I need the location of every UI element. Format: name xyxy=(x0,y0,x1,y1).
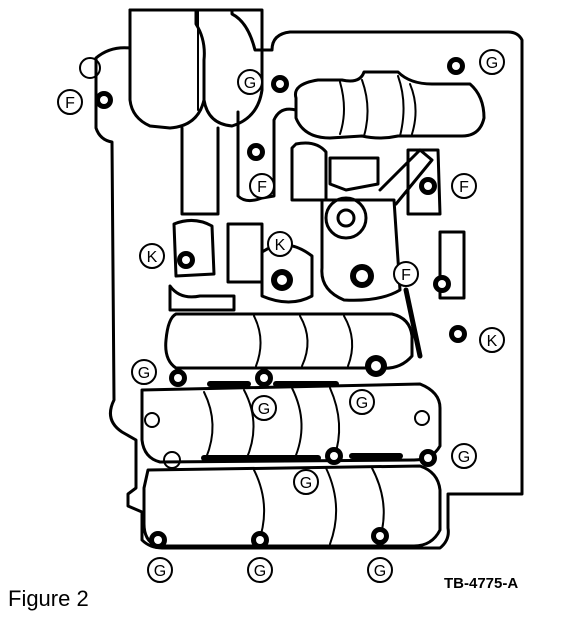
bolt-g1 xyxy=(271,75,289,93)
bolt-k2 xyxy=(271,269,293,291)
callout-g2: G xyxy=(479,49,505,75)
upper-bore-land-1 xyxy=(339,81,345,135)
callout-k1: K xyxy=(139,243,165,269)
passage-right-upper xyxy=(406,148,442,216)
callout-k2: K xyxy=(267,231,293,257)
passage-mid-box xyxy=(226,222,264,284)
callout-f2: F xyxy=(249,173,275,199)
passage-left-lower xyxy=(168,284,236,312)
callout-g4: G xyxy=(251,395,277,421)
bolt-f4 xyxy=(433,275,451,293)
callout-g10: G xyxy=(367,557,393,583)
bolt-f1 xyxy=(95,91,113,109)
upper-bore-land-2 xyxy=(361,79,369,137)
figure-caption: Figure 2 xyxy=(8,586,89,611)
middle-bore-land-3 xyxy=(343,315,354,367)
callout-g6-letter: G xyxy=(300,475,312,492)
bolt-k3 xyxy=(449,325,467,343)
bolt-g9 xyxy=(251,531,269,549)
bolt-g6 xyxy=(325,447,343,465)
bolt-center xyxy=(350,264,374,288)
callout-g5-letter: G xyxy=(356,395,368,412)
bolt-g7 xyxy=(419,449,437,467)
bolt-g2 xyxy=(447,57,465,75)
bolt-g10 xyxy=(371,527,389,545)
link-rod xyxy=(403,287,423,359)
bolt-g8 xyxy=(149,531,167,549)
callout-f1: F xyxy=(57,89,83,115)
lever-arm xyxy=(378,148,434,206)
callout-f4: F xyxy=(393,261,419,287)
callout-g9: G xyxy=(247,557,273,583)
upper-bore-land-3 xyxy=(397,75,405,137)
passage-mid-left xyxy=(172,219,216,278)
lower-bore-1-land-1 xyxy=(203,391,214,459)
callout-g7: G xyxy=(451,443,477,469)
passage-center-b xyxy=(290,141,328,202)
callout-k3: K xyxy=(479,327,505,353)
figure-code: TB-4775-A xyxy=(444,575,519,592)
lower-bore-1-land-3 xyxy=(291,387,303,461)
callout-f2-letter: F xyxy=(257,179,267,196)
passage-center-c xyxy=(328,156,380,192)
callout-f4-letter: F xyxy=(401,267,411,284)
callout-k3-letter: K xyxy=(487,333,498,350)
lower-bore-1 xyxy=(140,382,442,464)
callout-g3-letter: G xyxy=(138,365,150,382)
upper-right-bore xyxy=(293,70,486,140)
upper-bore-land-4 xyxy=(409,83,417,135)
callout-f1-letter: F xyxy=(65,95,75,112)
callout-g6: G xyxy=(293,469,319,495)
callout-g7-letter: G xyxy=(458,449,470,466)
callout-g9-letter: G xyxy=(254,563,266,580)
bolt-g3 xyxy=(169,369,187,387)
port-circle-1 xyxy=(163,451,181,469)
lower-bore-2 xyxy=(142,464,442,548)
port-circle-3 xyxy=(414,410,430,426)
callout-k1-letter: K xyxy=(147,249,158,266)
passage-center-plate xyxy=(320,198,402,302)
middle-bore-land-1 xyxy=(253,315,262,367)
center-boss xyxy=(324,196,368,240)
callout-g4-letter: G xyxy=(258,401,270,418)
port-circle-2 xyxy=(144,412,160,428)
callout-f3-letter: F xyxy=(459,179,469,196)
callout-g3: G xyxy=(131,359,157,385)
bolt-k1 xyxy=(177,251,195,269)
port-circle-4 xyxy=(79,57,101,79)
bolt-f3 xyxy=(419,177,437,195)
callout-g10-letter: G xyxy=(374,563,386,580)
middle-bore-land-2 xyxy=(299,315,309,367)
upper-valve-housing-left xyxy=(128,8,206,130)
callout-g1: G xyxy=(237,69,263,95)
center-boss-inner xyxy=(336,208,356,228)
callout-g1-letter: G xyxy=(244,75,256,92)
callout-f3: F xyxy=(451,173,477,199)
callout-k2-letter: K xyxy=(275,237,286,254)
bolt-g4 xyxy=(255,369,273,387)
callout-g8: G xyxy=(147,557,173,583)
callout-g2-letter: G xyxy=(486,55,498,72)
lower-bore-1-land-2 xyxy=(243,389,255,461)
bolt-g5 xyxy=(365,355,387,377)
callout-g8-letter: G xyxy=(154,563,166,580)
bolt-f2 xyxy=(247,143,265,161)
callout-g5: G xyxy=(349,389,375,415)
passage-left-vertical xyxy=(180,126,220,216)
lower-bore-2-land-2 xyxy=(325,467,338,545)
upper-valve-housing-right xyxy=(198,8,264,128)
